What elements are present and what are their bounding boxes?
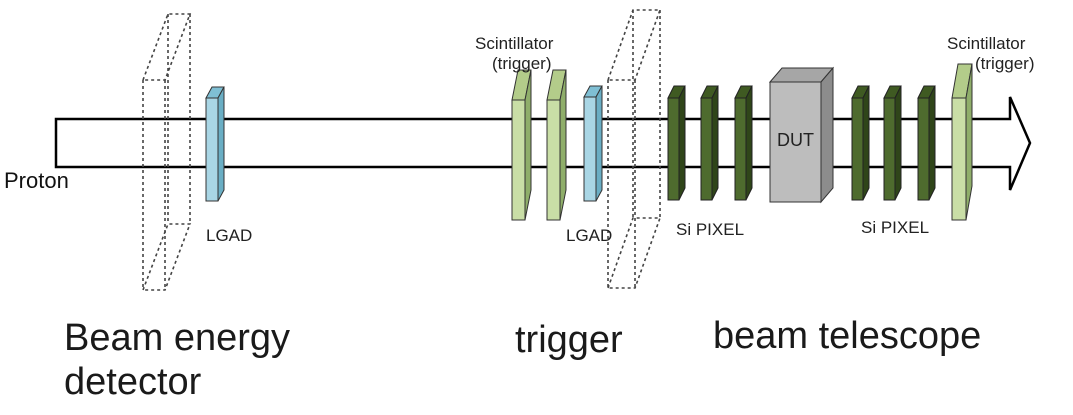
trigger-frame — [606, 9, 662, 289]
section-label-telescope: beam telescope — [713, 315, 982, 357]
si-pixel-plane — [734, 85, 753, 201]
scintillator-label-left: Scintillator — [475, 34, 554, 53]
si-pixel-label-left: Si PIXEL — [676, 220, 745, 239]
si-pixel-plane — [851, 85, 870, 201]
proton-label: Proton — [4, 168, 69, 193]
scintillator-label-right: Scintillator — [947, 34, 1026, 53]
dut-label: DUT — [777, 130, 814, 150]
si-pixel-plane — [917, 85, 936, 201]
lgad-plate-2 — [583, 85, 603, 202]
scintillator-plate-1 — [511, 69, 532, 221]
energy-detector-frame — [141, 13, 192, 291]
si-pixel-plane — [667, 85, 686, 201]
scintillator-sublabel-left: (trigger) — [492, 54, 552, 73]
si-pixel-plane — [883, 85, 902, 201]
scintillator-plate-3 — [951, 63, 973, 221]
scintillator-plate-2 — [546, 69, 567, 221]
si-pixel-label-right: Si PIXEL — [861, 218, 930, 237]
section-label-trigger: trigger — [515, 319, 623, 361]
scintillator-sublabel-right: (trigger) — [975, 54, 1035, 73]
lgad-label-2: LGAD — [566, 226, 613, 245]
section-label-energy-line1: Beam energy — [64, 317, 291, 359]
dut-block — [768, 66, 835, 204]
section-label-energy-line2: detector — [64, 361, 202, 403]
lgad-label-1: LGAD — [206, 226, 253, 245]
lgad-plate-1 — [205, 86, 225, 202]
si-pixel-plane — [700, 85, 719, 201]
